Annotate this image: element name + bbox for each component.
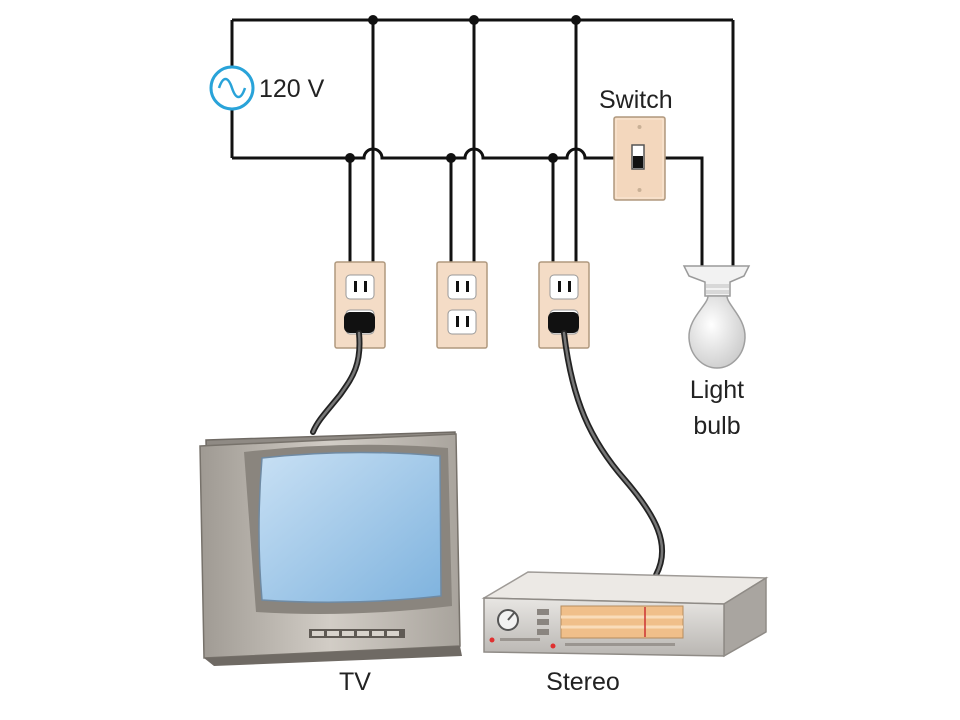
ac-source: 120 V <box>209 65 325 111</box>
junction-node <box>571 15 581 25</box>
junction-node <box>469 15 479 25</box>
plug-icon <box>344 312 375 333</box>
junction-node <box>345 153 355 163</box>
switch-label: Switch <box>599 86 673 114</box>
tv-label: TV <box>339 668 371 696</box>
stereo-label: Stereo <box>546 668 620 696</box>
junction-node <box>446 153 456 163</box>
television: TV <box>199 431 462 696</box>
bulb-socket <box>682 265 751 297</box>
source-voltage-label: 120 V <box>259 75 325 103</box>
tv-screen <box>258 451 442 603</box>
outlet-1 <box>334 261 386 349</box>
light-bulb-label-line2: bulb <box>693 412 740 440</box>
power-cords <box>310 330 666 578</box>
switch-to-bulb-wire <box>665 156 704 268</box>
light-bulb-label-line1: Light <box>690 376 744 404</box>
bulb-glass <box>688 295 746 369</box>
stereo-power-led <box>489 637 495 643</box>
plug-icon <box>548 312 579 333</box>
stereo-cord <box>561 330 666 578</box>
junction-node <box>368 15 378 25</box>
circuit-wires <box>230 15 735 268</box>
stereo-display <box>560 605 684 639</box>
stereo: Stereo <box>481 571 769 696</box>
outlet-2 <box>436 261 488 349</box>
sine-wave-icon <box>217 77 247 99</box>
wall-switch: Switch <box>599 86 673 201</box>
light-bulb: Light bulb <box>682 265 751 440</box>
junction-node <box>548 153 558 163</box>
switch-toggle <box>633 156 643 168</box>
